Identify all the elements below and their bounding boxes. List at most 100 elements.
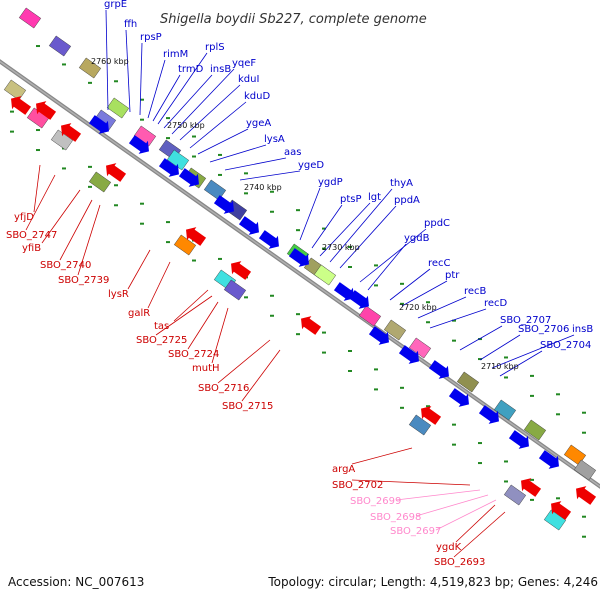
forward-gene-7	[288, 248, 309, 267]
forward-gene-6	[258, 230, 279, 249]
forward-gene-0	[88, 115, 109, 134]
leader-blue-5	[157, 52, 208, 125]
label-red-16: SBO_2693	[434, 557, 485, 568]
forward-gene-arrow-15	[508, 430, 529, 449]
dash-0-556	[556, 393, 560, 396]
dash-0-322	[322, 227, 326, 230]
leader-red-13	[351, 447, 413, 465]
forward-gene-12	[428, 360, 449, 379]
dash-1-166	[166, 137, 170, 140]
forward-gene-3	[178, 168, 199, 187]
dash-0-140	[140, 98, 144, 101]
dash-2-296	[296, 313, 300, 316]
gene-box-21	[493, 399, 517, 421]
dash-2-426	[426, 405, 430, 408]
label-red-6: galR	[128, 308, 150, 319]
dash-3-452	[452, 443, 456, 446]
dash-2-218	[218, 257, 222, 260]
dash-3-244	[244, 296, 248, 299]
label-blue-9: kduD	[244, 91, 270, 102]
forward-gene-arrow-8	[333, 282, 354, 301]
reverse-gene-3	[106, 163, 127, 182]
dash-0-478	[478, 338, 482, 341]
label-red-3: SBO_2740	[40, 260, 91, 271]
dash-2-374	[374, 368, 378, 371]
leader-blue-11	[209, 144, 267, 163]
label-blue-2: rpsP	[140, 32, 162, 43]
gene-box-shape-0	[18, 7, 42, 29]
forward-gene-14	[478, 405, 499, 424]
dash-2-582	[582, 515, 586, 518]
gene-box-shape-16	[313, 264, 337, 286]
label-blue-15: ptsP	[340, 194, 362, 205]
label-blue-14: ygdP	[318, 177, 343, 188]
dash-2-348	[348, 349, 352, 352]
gene-box-0	[18, 7, 42, 29]
leader-blue-4	[152, 74, 181, 122]
dash-3-322	[322, 351, 326, 354]
reverse-gene-arrow-8	[521, 478, 542, 497]
gene-box-shape-23	[563, 444, 587, 466]
gene-box-10	[166, 149, 190, 171]
gene-box-shape-10	[166, 149, 190, 171]
label-blue-10: ygeA	[246, 118, 271, 129]
dash-1-452	[452, 339, 456, 342]
label-blue-7: yqeF	[232, 58, 256, 69]
dash-1-270	[270, 210, 274, 213]
label-blue-18: ppdA	[394, 195, 420, 206]
leader-red-7	[173, 289, 209, 322]
forward-gene-4	[213, 195, 234, 214]
dash-1-556	[556, 413, 560, 416]
gene-box-25	[408, 414, 432, 436]
dash-1-530	[530, 394, 534, 397]
leader-blue-16	[319, 202, 371, 257]
label-red-2: yfiB	[22, 243, 41, 254]
dash-0-218	[218, 153, 222, 156]
dash-3-504	[504, 480, 508, 483]
label-pink-1: SBO_2698	[370, 512, 421, 523]
leader-blue-27	[491, 334, 575, 369]
dash-3-478	[478, 462, 482, 465]
dash-1-322	[322, 247, 326, 250]
dash-1-62	[62, 63, 66, 66]
reverse-gene-7	[421, 406, 442, 425]
gene-box-shape-24	[573, 459, 597, 481]
dash-3-88	[88, 185, 92, 188]
reverse-gene-10	[576, 486, 597, 505]
label-blue-25: SBO_2707	[500, 315, 551, 326]
accession-text: Accession: NC_007613	[8, 575, 144, 589]
forward-gene-arrow-10	[368, 326, 389, 345]
dash-1-36	[36, 45, 40, 48]
label-red-12: SBO_2715	[222, 401, 273, 412]
forward-gene-arrow-0	[88, 115, 109, 134]
gene-box-shape-5	[50, 129, 74, 151]
gene-box-shape-7	[106, 97, 130, 119]
dash-0-400	[400, 282, 404, 285]
leader-pink-0	[395, 489, 481, 501]
leader-red-2	[41, 189, 81, 244]
gene-box-27	[543, 509, 567, 531]
reverse-gene-8	[521, 478, 542, 497]
forward-gene-arrow-2	[158, 158, 179, 177]
dash-3-270	[270, 314, 274, 317]
dash-3-296	[296, 333, 300, 336]
leader-blue-18	[339, 205, 397, 269]
gene-box-18	[383, 319, 407, 341]
leader-red-10	[211, 307, 229, 364]
label-blue-5: rplS	[205, 42, 225, 53]
label-red-11: SBO_2716	[198, 383, 249, 394]
leader-blue-7	[171, 68, 235, 135]
dash-0-530	[530, 374, 534, 377]
label-red-14: SBO_2702	[332, 480, 383, 491]
label-blue-23: recB	[464, 286, 487, 297]
forward-gene-arrow-1	[128, 135, 149, 154]
gene-box-shape-31	[88, 171, 112, 193]
leader-blue-2	[139, 42, 143, 116]
dash-1-244	[244, 192, 248, 195]
gene-box-shape-27	[543, 509, 567, 531]
gene-box-shape-18	[383, 319, 407, 341]
dash-2-478	[478, 442, 482, 445]
dash-1-218	[218, 173, 222, 176]
dash-3-140	[140, 222, 144, 225]
label-red-13: argA	[332, 464, 355, 475]
